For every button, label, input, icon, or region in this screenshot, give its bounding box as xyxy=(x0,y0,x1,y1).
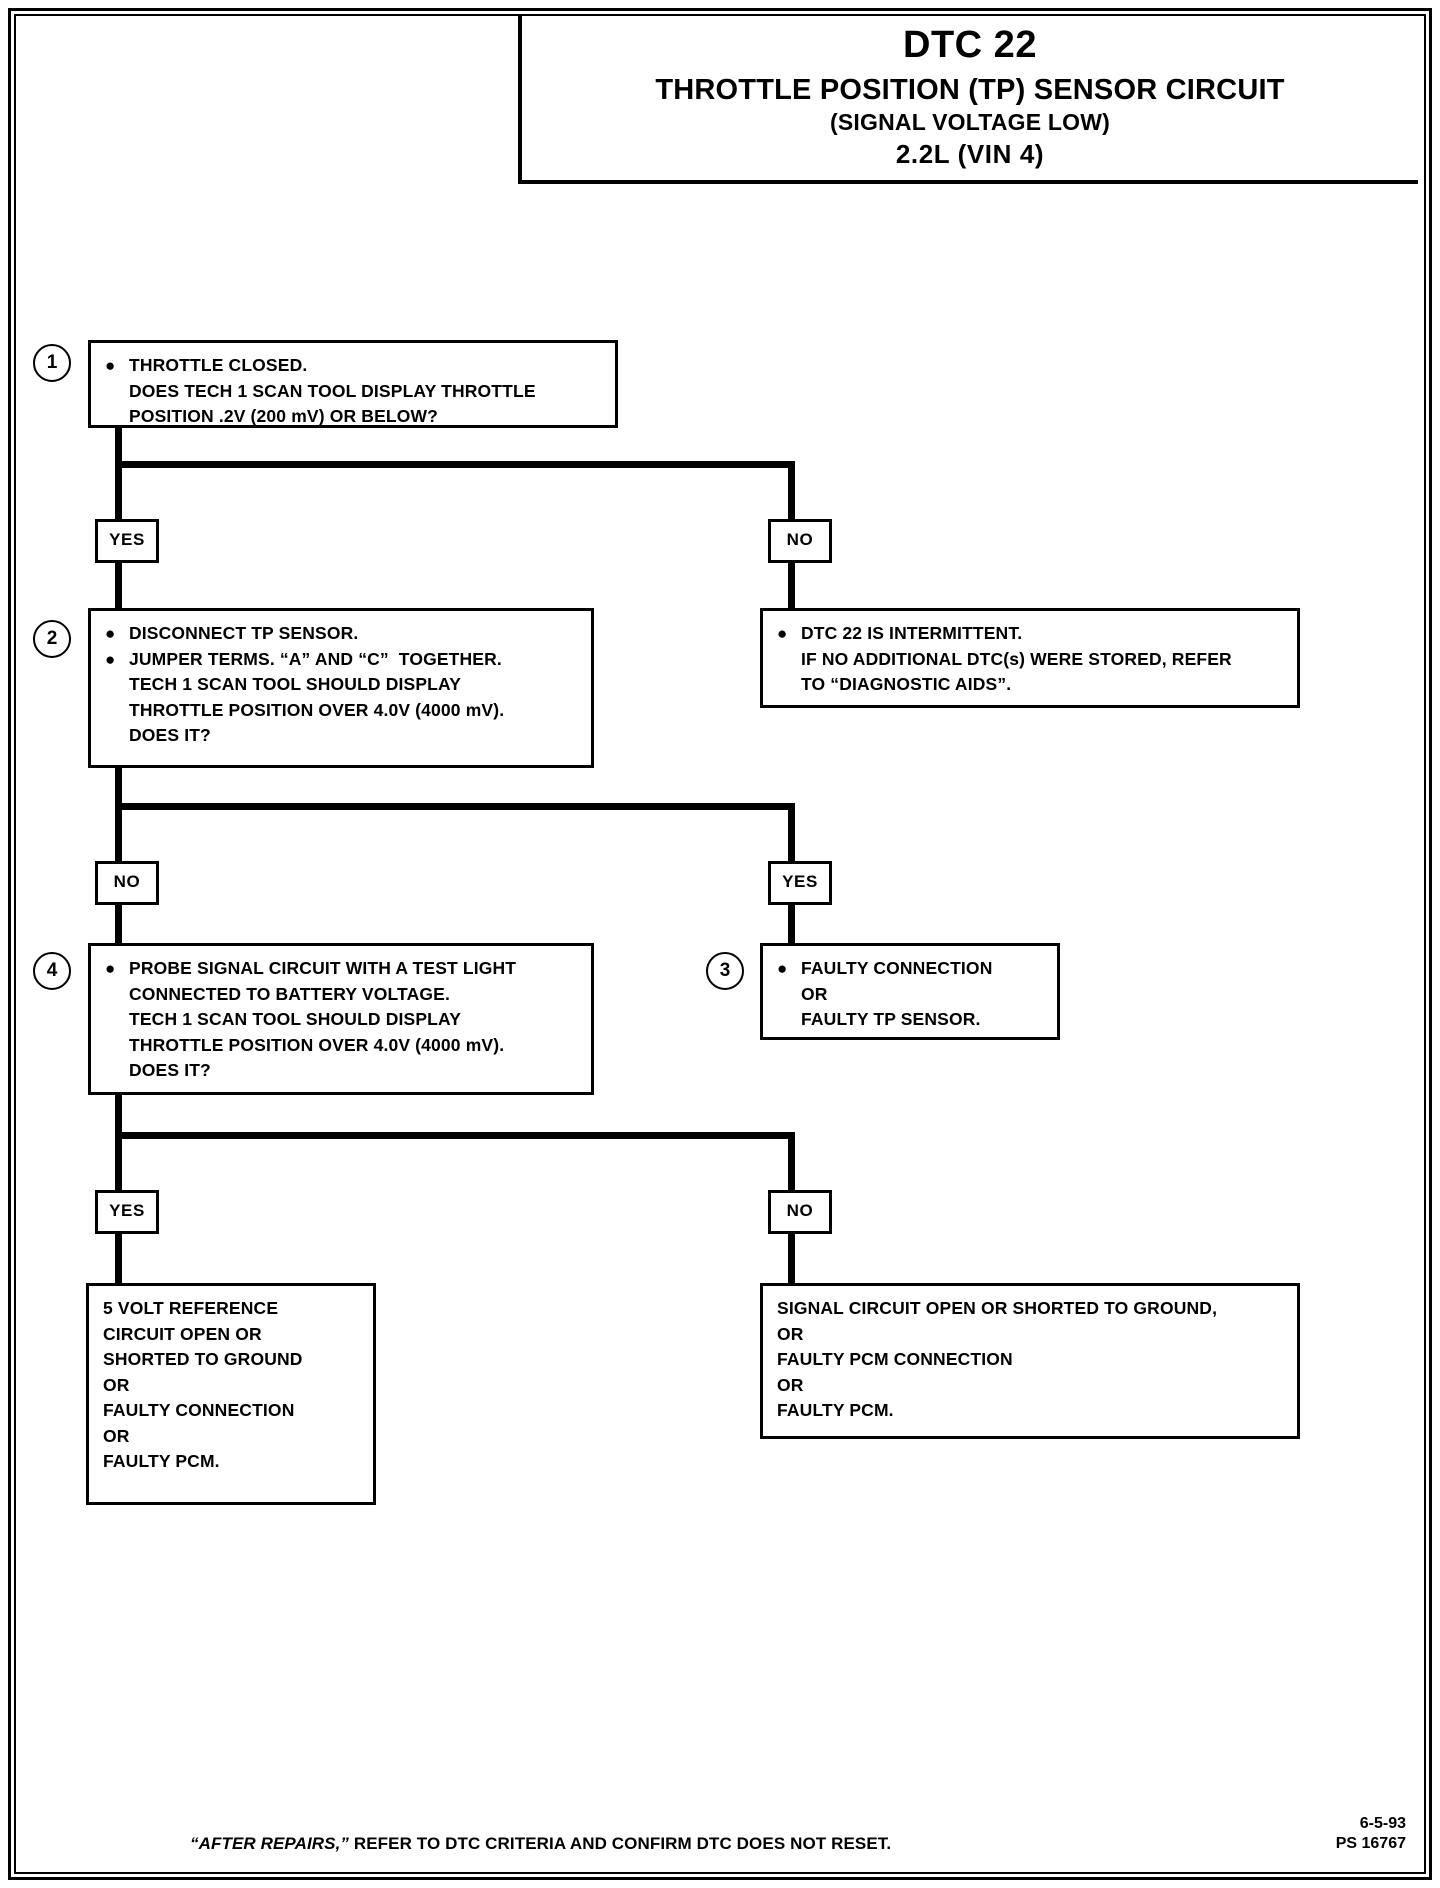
result-left-line-1: 5 VOLT REFERENCE xyxy=(103,1298,279,1318)
bullet-icon: ● xyxy=(105,959,116,978)
connector-no2-to-step4 xyxy=(115,902,122,954)
connector-step4-down xyxy=(115,1095,122,1139)
step-box-1: ● THROTTLE CLOSED. DOES TECH 1 SCAN TOOL… xyxy=(88,340,618,428)
step2-line-4: THROTTLE POSITION OVER 4.0V (4000 mV). xyxy=(129,699,505,720)
connector-no4-to-result-right xyxy=(788,1231,795,1285)
intermittent-line-2: IF NO ADDITIONAL DTC(s) WERE STORED, REF… xyxy=(801,648,1232,669)
circuit-title: THROTTLE POSITION (TP) SENSOR CIRCUIT xyxy=(655,74,1285,106)
connector-step2-split xyxy=(115,803,795,810)
document-stamp: 6-5-93 PS 16767 xyxy=(1336,1814,1406,1854)
dtc-code-title: DTC 22 xyxy=(903,24,1037,66)
connector-step4-no-down xyxy=(788,1132,795,1192)
footer-note-rest: REFER TO DTC CRITERIA AND CONFIRM DTC DO… xyxy=(349,1834,892,1853)
connector-yes4-to-result-left xyxy=(115,1231,122,1285)
bullet-icon: ● xyxy=(777,959,788,978)
step2-line-1: DISCONNECT TP SENSOR. xyxy=(129,623,359,643)
result-right-line-4: OR xyxy=(777,1374,804,1395)
connector-step2-down xyxy=(115,768,122,810)
stamp-date: 6-5-93 xyxy=(1359,1815,1406,1832)
connector-step1-down xyxy=(115,428,122,468)
step2-line-3: TECH 1 SCAN TOOL SHOULD DISPLAY xyxy=(129,674,462,694)
branch-label-1-no: NO xyxy=(768,519,832,563)
step4-line-4: THROTTLE POSITION OVER 4.0V (4000 mV). xyxy=(129,1034,505,1055)
step3-line-2: OR xyxy=(801,983,828,1004)
result-left-line-3: SHORTED TO GROUND xyxy=(103,1349,303,1369)
result-left-line-7: FAULTY PCM. xyxy=(103,1451,220,1471)
result-right-line-3: FAULTY PCM CONNECTION xyxy=(777,1349,1013,1369)
connector-no1-to-intermittent xyxy=(788,560,795,610)
step2-line-5: DOES IT? xyxy=(129,725,211,745)
result-left-line-4: OR xyxy=(103,1374,130,1395)
branch-label-1-yes: YES xyxy=(95,519,159,563)
connector-step1-split xyxy=(115,461,795,468)
result-right-line-1: SIGNAL CIRCUIT OPEN OR SHORTED TO GROUND… xyxy=(777,1298,1218,1318)
bullet-icon: ● xyxy=(105,649,116,669)
page-outer-border xyxy=(8,8,1432,1880)
result-right-line-5: FAULTY PCM. xyxy=(777,1400,894,1420)
step2-line-2: JUMPER TERMS. “A” AND “C” TOGETHER. xyxy=(129,648,502,669)
intermittent-line-1: DTC 22 IS INTERMITTENT. xyxy=(801,623,1023,643)
branch-label-2-no: NO xyxy=(95,861,159,905)
branch-label-4-no: NO xyxy=(768,1190,832,1234)
result-left-line-5: FAULTY CONNECTION xyxy=(103,1400,295,1420)
title-block: DTC 22 THROTTLE POSITION (TP) SENSOR CIR… xyxy=(518,16,1418,184)
step-box-3: ● FAULTY CONNECTION OR FAULTY TP SENSOR. xyxy=(760,943,1060,1040)
connector-step2-yes-down xyxy=(788,803,795,863)
step4-line-5: DOES IT? xyxy=(129,1060,211,1080)
connector-step4-yes-down xyxy=(115,1132,122,1192)
bullet-icon: ● xyxy=(777,624,788,643)
stamp-doc-id: PS 16767 xyxy=(1335,1835,1406,1852)
connector-step1-yes-down xyxy=(115,461,122,521)
step-box-4: ● PROBE SIGNAL CIRCUIT WITH A TEST LIGHT… xyxy=(88,943,594,1095)
step4-line-1: PROBE SIGNAL CIRCUIT WITH A TEST LIGHT xyxy=(129,958,517,978)
step-number-2: 2 xyxy=(33,620,71,658)
step3-line-1: FAULTY CONNECTION xyxy=(801,958,993,978)
step-box-2: ● DISCONNECT TP SENSOR. ● JUMPER TERMS. … xyxy=(88,608,594,768)
step3-line-3: FAULTY TP SENSOR. xyxy=(801,1009,981,1029)
step-number-3: 3 xyxy=(706,952,744,990)
bullet-icon: ● xyxy=(105,356,116,375)
connector-step1-no-down xyxy=(788,461,795,521)
branch-label-4-yes: YES xyxy=(95,1190,159,1234)
circuit-subtitle: (SIGNAL VOLTAGE LOW) xyxy=(830,109,1110,135)
connector-yes1-to-step2 xyxy=(115,560,122,610)
result-box-left: 5 VOLT REFERENCE CIRCUIT OPEN OR SHORTED… xyxy=(86,1283,376,1505)
result-box-intermittent: ● DTC 22 IS INTERMITTENT. IF NO ADDITION… xyxy=(760,608,1300,708)
step1-line-3: POSITION .2V (200 mV) OR BELOW? xyxy=(129,406,439,426)
step-number-4: 4 xyxy=(33,952,71,990)
result-box-right: SIGNAL CIRCUIT OPEN OR SHORTED TO GROUND… xyxy=(760,1283,1300,1439)
result-left-line-2: CIRCUIT OPEN OR xyxy=(103,1323,262,1344)
connector-step2-no-down xyxy=(115,803,122,863)
branch-label-2-yes: YES xyxy=(768,861,832,905)
intermittent-line-3: TO “DIAGNOSTIC AIDS”. xyxy=(801,674,1012,694)
step4-line-3: TECH 1 SCAN TOOL SHOULD DISPLAY xyxy=(129,1009,462,1029)
step-number-1: 1 xyxy=(33,344,71,382)
result-right-line-2: OR xyxy=(777,1323,804,1344)
connector-step4-split xyxy=(115,1132,795,1139)
footer-note-italic: “AFTER REPAIRS,” xyxy=(190,1834,350,1853)
engine-title: 2.2L (VIN 4) xyxy=(895,139,1045,169)
footer-note: “AFTER REPAIRS,” REFER TO DTC CRITERIA A… xyxy=(190,1834,1230,1854)
step4-line-2: CONNECTED TO BATTERY VOLTAGE. xyxy=(129,983,450,1004)
page-inner-border xyxy=(14,14,1426,1874)
step1-line-1: THROTTLE CLOSED. xyxy=(129,355,308,375)
connector-yes2-to-step3 xyxy=(788,902,795,954)
bullet-icon: ● xyxy=(105,624,116,643)
result-left-line-6: OR xyxy=(103,1425,130,1446)
step1-line-2: DOES TECH 1 SCAN TOOL DISPLAY THROTTLE xyxy=(129,380,536,401)
